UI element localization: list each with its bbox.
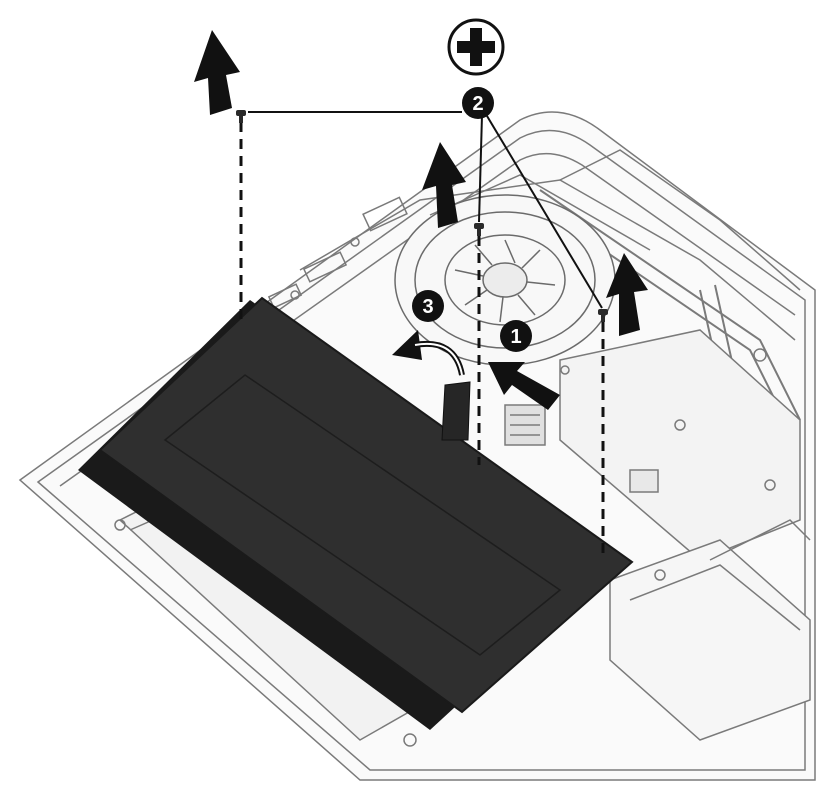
callout-step-2: 2 (462, 87, 494, 119)
screw-1 (236, 110, 246, 123)
callout-label: 3 (422, 296, 433, 318)
screw-2 (474, 223, 484, 236)
lift-arrow-3 (606, 253, 648, 336)
callout-2-leaders (248, 111, 603, 309)
lift-arrow-1 (194, 30, 240, 115)
callout-label: 1 (510, 326, 521, 348)
screw-icon (236, 110, 608, 322)
rotate-arrow-icon (392, 330, 465, 376)
phillips-screwdriver-icon (447, 18, 505, 76)
lift-arrow-icon (194, 30, 648, 336)
push-arrow-icon (488, 362, 560, 410)
lift-arrow-2 (422, 142, 466, 228)
battery-pack (78, 296, 634, 730)
callout-step-3: 3 (412, 290, 444, 322)
callout-label: 2 (472, 93, 483, 115)
screw-alignment-lines (239, 122, 605, 555)
callout-step-1: 1 (500, 320, 532, 352)
screw-3 (598, 309, 608, 322)
